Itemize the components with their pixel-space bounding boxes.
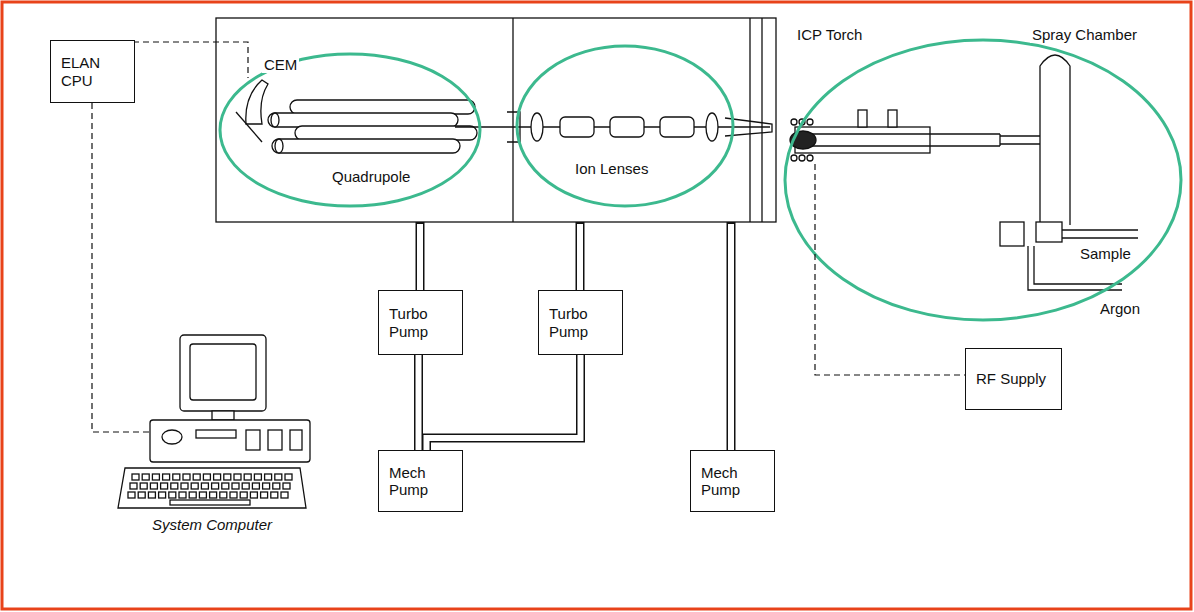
key bbox=[138, 492, 145, 498]
part-label: ICP Torch bbox=[795, 26, 864, 43]
box-label: RF Supply bbox=[976, 370, 1051, 387]
ion-lenses bbox=[455, 112, 772, 142]
part-label: Ion Lenses bbox=[573, 160, 650, 177]
key bbox=[150, 483, 157, 489]
vacuum-pipe bbox=[420, 222, 731, 451]
part-label: System Computer bbox=[150, 516, 274, 533]
pipe-bore bbox=[416, 355, 422, 450]
box-label: Turbo Pump bbox=[549, 305, 612, 340]
vacuum-pipe bbox=[418, 355, 419, 450]
spray-chamber bbox=[1000, 55, 1138, 290]
part-label: Sample bbox=[1078, 245, 1133, 262]
key bbox=[169, 492, 176, 498]
key bbox=[273, 483, 280, 489]
key bbox=[152, 474, 159, 480]
vacuum-pipe bbox=[427, 355, 581, 450]
key bbox=[212, 483, 219, 489]
box-label: Mech Pump bbox=[701, 464, 764, 499]
component-box: Turbo Pump bbox=[538, 290, 623, 355]
quadrupole-rods bbox=[268, 100, 477, 153]
key bbox=[250, 492, 257, 498]
key bbox=[265, 474, 272, 480]
icp-torch bbox=[790, 110, 1040, 161]
key bbox=[191, 483, 198, 489]
key bbox=[244, 474, 251, 480]
key bbox=[159, 492, 166, 498]
key bbox=[252, 483, 259, 489]
key bbox=[254, 474, 261, 480]
key bbox=[132, 474, 139, 480]
box-label: Mech Pump bbox=[389, 464, 452, 499]
key bbox=[201, 483, 208, 489]
key bbox=[181, 483, 188, 489]
key bbox=[210, 492, 217, 498]
part-label: Argon bbox=[1098, 300, 1142, 317]
part-label: CEM bbox=[262, 56, 299, 73]
pipe-bore bbox=[427, 355, 581, 450]
key bbox=[271, 492, 278, 498]
key bbox=[148, 492, 155, 498]
key bbox=[179, 492, 186, 498]
part-label: Spray Chamber bbox=[1030, 26, 1139, 43]
component-box: Mech Pump bbox=[378, 450, 463, 512]
key bbox=[281, 492, 288, 498]
key bbox=[261, 492, 268, 498]
pipe-heads bbox=[418, 355, 419, 450]
key bbox=[224, 474, 231, 480]
key bbox=[263, 483, 270, 489]
part-label: Quadrupole bbox=[330, 168, 412, 185]
key bbox=[230, 492, 237, 498]
component-box: ELAN CPU bbox=[50, 40, 135, 103]
key bbox=[130, 483, 137, 489]
key bbox=[163, 474, 170, 480]
box-label: ELAN CPU bbox=[61, 54, 124, 89]
pipe-wall bbox=[427, 355, 581, 450]
key bbox=[242, 483, 249, 489]
component-box: RF Supply bbox=[965, 348, 1062, 410]
key bbox=[170, 500, 250, 505]
key bbox=[128, 492, 135, 498]
key bbox=[203, 474, 210, 480]
key bbox=[275, 474, 282, 480]
key bbox=[214, 474, 221, 480]
key bbox=[285, 474, 292, 480]
component-box: Turbo Pump bbox=[378, 290, 463, 355]
computer-illustration bbox=[118, 335, 310, 508]
instrument-housing bbox=[216, 18, 776, 222]
key bbox=[232, 483, 239, 489]
key bbox=[161, 483, 168, 489]
key bbox=[283, 483, 290, 489]
key bbox=[193, 474, 200, 480]
key bbox=[189, 492, 196, 498]
key bbox=[199, 492, 206, 498]
component-box: Mech Pump bbox=[690, 450, 775, 512]
key bbox=[222, 483, 229, 489]
key bbox=[140, 483, 147, 489]
pipe-heads bbox=[427, 355, 581, 450]
key bbox=[183, 474, 190, 480]
pipe-wall bbox=[414, 355, 423, 450]
signal-line bbox=[92, 42, 965, 432]
key bbox=[171, 483, 178, 489]
key bbox=[173, 474, 180, 480]
key bbox=[240, 492, 247, 498]
key bbox=[234, 474, 241, 480]
box-label: Turbo Pump bbox=[389, 305, 452, 340]
key bbox=[220, 492, 227, 498]
highlight-ellipse bbox=[220, 40, 1181, 320]
key bbox=[142, 474, 149, 480]
